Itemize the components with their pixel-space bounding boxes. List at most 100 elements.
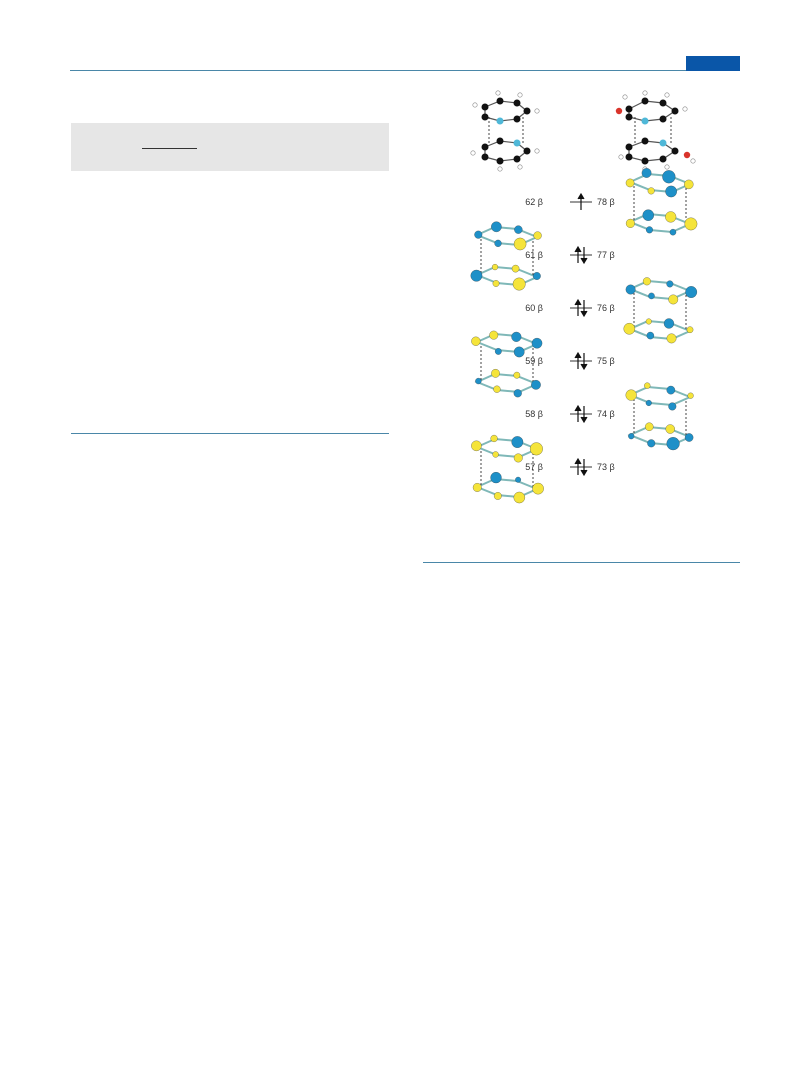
orbital-lobe (515, 476, 521, 483)
orbital-lobe (493, 492, 502, 500)
orbital-lobe (625, 178, 635, 188)
orbital-lobe (494, 348, 502, 355)
orbital-right-74 (625, 382, 694, 451)
orbital-lobe (532, 272, 541, 280)
orbital-lobe (471, 440, 482, 452)
orbital-lobe (665, 185, 677, 198)
orbital-lobe (663, 318, 675, 329)
orbital-lobe (470, 269, 483, 282)
orbital-lobe (491, 221, 502, 233)
orbital-lobe (533, 231, 542, 240)
ring-skeleton (474, 437, 540, 459)
energy-level-0: 62 β 78 β (525, 192, 615, 210)
orbital-lobe (531, 379, 541, 390)
orbital-lobe (513, 346, 525, 358)
orbital-lobe (494, 239, 502, 247)
spin-up-arrow (577, 192, 585, 210)
orbital-lobe (647, 187, 655, 195)
orbital-lobe (532, 482, 544, 495)
orbital-lobe (684, 433, 694, 442)
orbital-lobe (513, 491, 526, 504)
orbital-left-59 (471, 330, 543, 398)
orbital-right-76 (623, 277, 698, 344)
level-label-left: 58 β (525, 409, 543, 419)
ring-skeleton (474, 332, 540, 354)
orbital-lobe (514, 225, 523, 234)
orbital-lobe (492, 451, 499, 458)
orbital-lobe (666, 437, 680, 451)
level-label-right: 74 β (597, 409, 615, 419)
orbital-lobe (474, 230, 483, 239)
spin-up-arrow (574, 351, 582, 369)
orbital-lobe (647, 439, 656, 448)
orbital-lobe (625, 284, 636, 295)
orbital-lobe (666, 280, 674, 288)
orbital-lobe (512, 277, 526, 291)
orbital-lobe (666, 385, 676, 395)
orbital-lobe (641, 168, 652, 178)
ring-skeleton (627, 385, 693, 407)
page-tab-marker (686, 56, 740, 71)
level-label-right: 77 β (597, 250, 615, 260)
spin-up-arrow (574, 298, 582, 316)
orbital-lobe (513, 389, 522, 398)
spin-up-arrow (574, 245, 582, 263)
level-label-left: 59 β (525, 356, 543, 366)
orbital-lobe (666, 333, 677, 344)
spin-down-arrow (580, 406, 588, 424)
orbital-lobe (686, 326, 694, 334)
orbital-lobe (489, 330, 499, 340)
orbital-lobe (684, 217, 698, 231)
header-rule (70, 70, 740, 71)
ring-skeleton (627, 319, 693, 341)
spin-up-arrow (574, 404, 582, 422)
orbital-lobe (492, 280, 500, 287)
level-label-left: 61 β (525, 250, 543, 260)
orbital-left-61 (470, 221, 542, 291)
energy-level-4: 58 β 74 β (525, 404, 615, 424)
orbital-lobe (511, 331, 522, 342)
orbital-lobe (529, 442, 543, 456)
level-label-right: 78 β (597, 197, 615, 207)
orbital-lobe (642, 277, 651, 286)
spin-down-arrow (580, 247, 588, 265)
ring-skeleton (627, 425, 693, 447)
dimer-model-right (615, 90, 696, 172)
orbital-lobe (685, 286, 698, 298)
orbital-lobe (623, 322, 636, 335)
orbital-lobe (490, 434, 498, 443)
orbital-lobe (645, 226, 653, 234)
section-rule-left (71, 433, 389, 434)
spin-down-arrow (580, 459, 588, 477)
orbital-lobe (648, 292, 655, 300)
orbital-lobe (684, 179, 694, 190)
orbital-lobe (644, 382, 651, 389)
orbital-lobe (645, 318, 652, 325)
orbital-lobe (662, 170, 676, 184)
orbital-left-57 (471, 434, 544, 504)
orbital-lobe (645, 422, 654, 431)
ring-skeleton (474, 265, 540, 287)
section-rule-right (423, 562, 740, 563)
orbital-lobe (491, 369, 500, 378)
orbital-lobe (668, 402, 677, 411)
level-label-left: 60 β (525, 303, 543, 313)
orbital-lobe (625, 389, 637, 401)
orbital-right-78 (625, 168, 698, 236)
spin-down-arrow (580, 300, 588, 318)
orbital-lobe (642, 209, 654, 221)
orbital-lobe (669, 228, 677, 236)
orbital-lobe (687, 392, 694, 399)
orbital-lobe (665, 424, 675, 434)
ring-skeleton (627, 212, 693, 234)
ring-skeleton (474, 372, 540, 394)
level-label-left: 62 β (525, 197, 543, 207)
level-label-right: 73 β (597, 462, 615, 472)
orbital-lobe (646, 331, 655, 340)
orbital-lobe (531, 337, 543, 349)
orbital-lobe (665, 211, 677, 223)
orbital-lobe (511, 436, 524, 448)
orbital-lobe (625, 218, 635, 228)
